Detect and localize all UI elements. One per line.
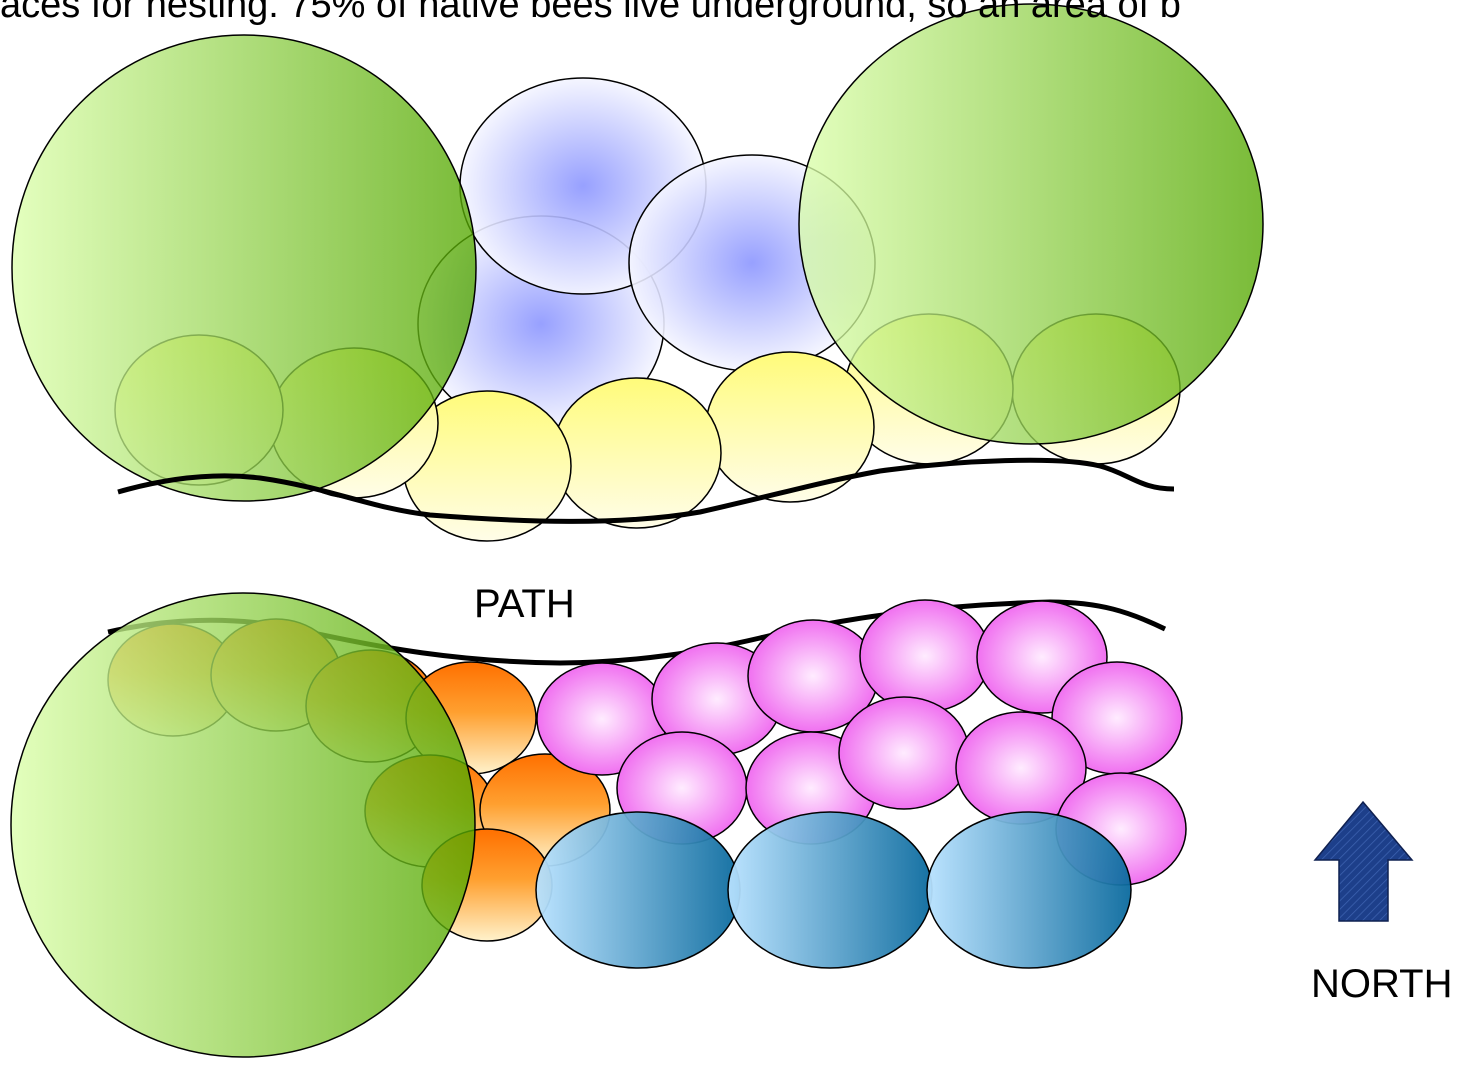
yellow-flower xyxy=(552,377,722,529)
tree-canopy xyxy=(11,34,477,502)
bottom-bed xyxy=(10,592,1187,1058)
blue-shrub xyxy=(926,811,1132,969)
tree-canopy xyxy=(798,3,1264,445)
top-bed xyxy=(11,3,1264,542)
blue-shrub xyxy=(727,811,933,969)
tree-canopy xyxy=(10,592,476,1058)
north-arrow-icon xyxy=(1313,800,1414,922)
path-edge-north xyxy=(117,457,1175,524)
blue-shrub xyxy=(535,811,741,969)
intro-text: aces for nesting. 75% of native bees liv… xyxy=(0,0,1181,26)
pink-flower xyxy=(838,696,970,810)
pink-flower xyxy=(859,599,991,713)
north-label: NORTH xyxy=(1311,962,1453,1006)
path-label: PATH xyxy=(474,582,575,626)
